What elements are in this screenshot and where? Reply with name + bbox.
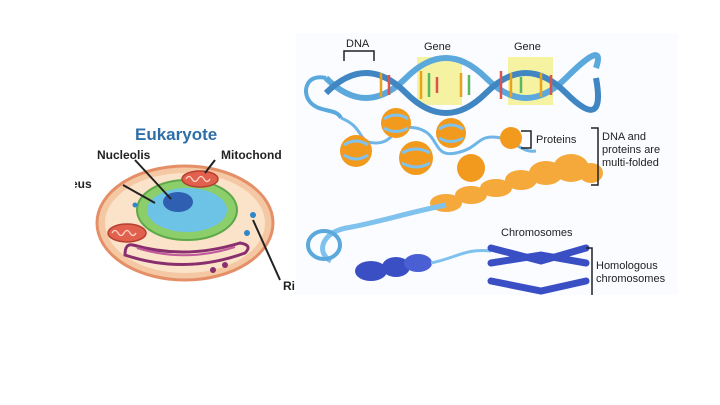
mitochondrion-2-cristae — [111, 229, 137, 237]
dna-chromosome-panel: DNA Gene Gene Proteins DNA and proteins … — [296, 33, 678, 295]
nucleus-label: Nucleus — [75, 177, 92, 191]
dna-coil-top — [304, 75, 343, 120]
ribosome — [250, 212, 256, 218]
gene-label-1: Gene — [424, 41, 451, 53]
homologous-label-2: chromosomes — [596, 273, 666, 285]
nucleosomes — [340, 108, 522, 182]
dna-bracket — [343, 50, 375, 61]
nucleolis-label: Nucleolis — [97, 148, 151, 162]
multi-folded-label-1: DNA and — [602, 131, 646, 143]
thread-to-chromosome — [430, 248, 492, 265]
ribosome — [244, 230, 250, 236]
proteins-label: Proteins — [536, 134, 577, 146]
homologous-bracket — [586, 247, 593, 295]
ribosome — [210, 267, 216, 273]
chromosomes-label: Chromosomes — [501, 227, 573, 239]
coil-spring — [306, 229, 342, 261]
homologous-label-1: Homologous — [596, 260, 658, 272]
ribosome — [132, 202, 138, 208]
dna-strand-1 — [323, 52, 601, 101]
chromatin-fiber — [430, 154, 603, 212]
proteins-bracket — [521, 130, 532, 149]
endoplasmic-reticulum-inner — [136, 246, 236, 257]
ribosome — [222, 262, 228, 268]
ribosome-pointer — [252, 219, 281, 281]
multi-folded-label-2: proteins are — [602, 144, 660, 156]
mitochondria-pointer — [204, 159, 216, 174]
gene-label-2: Gene — [514, 41, 541, 53]
mitochondrion-1-cristae — [185, 175, 211, 183]
ribosome-label: Ri — [283, 279, 295, 291]
nucleolis-pointer — [134, 159, 172, 200]
condensed-chromatin — [355, 254, 432, 281]
dna-packaging-diagram: DNA Gene Gene Proteins DNA and proteins … — [304, 38, 666, 295]
multi-folded-bracket — [591, 127, 599, 186]
eukaryote-title: Eukaryote — [135, 125, 217, 144]
coil-lower — [320, 202, 447, 264]
homologous-chromosome-pair — [487, 244, 590, 295]
dna-base-pairs — [379, 71, 553, 99]
eukaryote-cell-diagram: Eukaryote Nucleolis Mitochond Nucleus Ri — [75, 125, 295, 291]
dna-label: DNA — [346, 38, 370, 50]
mitochondria-label: Mitochond — [221, 148, 282, 162]
mitochondrion-1 — [181, 170, 219, 188]
mitochondrion-2 — [107, 223, 147, 243]
eukaryote-cell-panel: Eukaryote Nucleolis Mitochond Nucleus Ri — [75, 105, 300, 291]
endoplasmic-reticulum — [123, 241, 250, 266]
nucleus-pointer — [122, 184, 156, 204]
multi-folded-label-3: multi-folded — [602, 157, 659, 169]
